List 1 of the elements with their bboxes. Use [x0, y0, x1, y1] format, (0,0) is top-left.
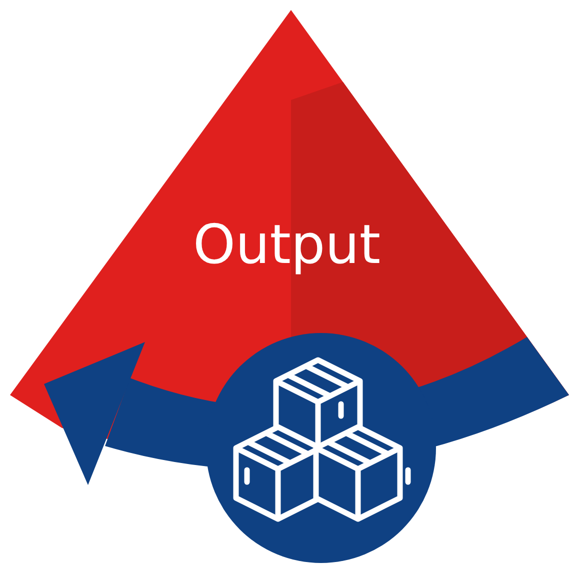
node-label: Output [193, 218, 381, 272]
